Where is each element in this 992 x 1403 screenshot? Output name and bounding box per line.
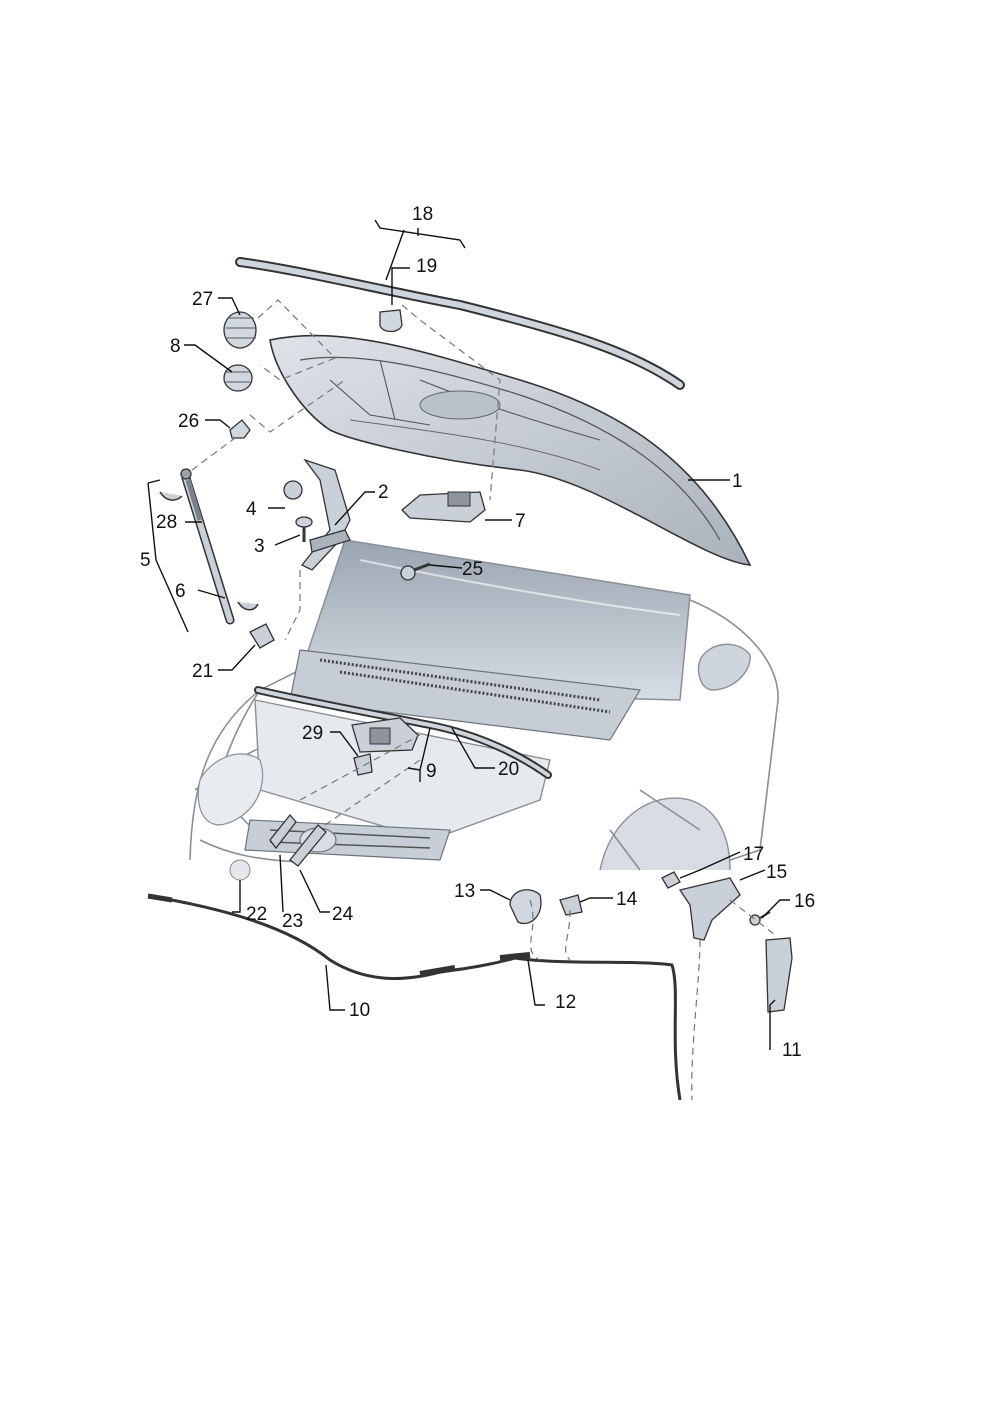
cap-22 — [229, 859, 251, 881]
gas-strut — [159, 468, 259, 625]
bonnet — [269, 334, 752, 566]
callout-20: 20 — [498, 759, 519, 780]
engine-bay — [197, 699, 551, 861]
clip-26 — [229, 419, 251, 439]
nut-4 — [283, 480, 303, 500]
callout-18: 18 — [412, 204, 433, 225]
callout-16: 16 — [794, 891, 815, 912]
stop-23 — [269, 813, 297, 850]
hinge — [300, 458, 351, 571]
release-cable — [147, 893, 682, 1101]
callout-12: 12 — [555, 992, 576, 1013]
stop-24 — [289, 824, 327, 867]
callout-4: 4 — [246, 499, 257, 520]
callout-21: 21 — [192, 661, 213, 682]
cap-13 — [509, 889, 542, 925]
callout-15: 15 — [766, 862, 787, 883]
lever-bracket-15 — [678, 877, 741, 941]
hood-seal — [235, 257, 685, 390]
callout-8: 8 — [170, 336, 181, 357]
assembly-lines — [191, 299, 776, 1101]
callout-13: 13 — [454, 881, 475, 902]
bracket-21 — [249, 623, 275, 649]
callout-29: 29 — [302, 723, 323, 744]
bulkhead-seal — [254, 686, 552, 779]
callout-19: 19 — [416, 256, 437, 277]
cowl-and-wiper-area — [289, 649, 641, 741]
bolt-3 — [295, 516, 313, 542]
callout-23: 23 — [282, 911, 303, 932]
callout-6: 6 — [175, 581, 186, 602]
callout-9: 9 — [426, 761, 437, 782]
callout-11: 11 — [782, 1040, 802, 1061]
clip-17 — [661, 871, 681, 889]
callout-2: 2 — [378, 482, 389, 503]
callout-5: 5 — [140, 550, 151, 571]
callout-24: 24 — [332, 904, 354, 925]
callout-3: 3 — [254, 536, 265, 557]
bolt-25 — [400, 562, 431, 581]
buffer-27 — [223, 311, 257, 349]
callout-10: 10 — [349, 1000, 370, 1021]
callout-14: 14 — [616, 889, 638, 910]
buffer-19 — [379, 309, 403, 333]
callout-17: 17 — [743, 844, 764, 865]
release-handle-11 — [765, 937, 793, 1013]
windshield — [293, 539, 691, 701]
callout-7: 7 — [515, 511, 526, 532]
part-29 — [353, 753, 373, 776]
callout-26: 26 — [178, 411, 199, 432]
lock-striker-7 — [401, 491, 486, 523]
bonnet-lock-9 — [351, 717, 419, 753]
callout-25: 25 — [462, 559, 483, 580]
callout-27: 27 — [192, 289, 213, 310]
clip-14 — [559, 894, 583, 916]
callout-labels: 18 19 27 8 26 1 2 4 7 28 3 5 25 6 21 29 … — [140, 204, 815, 1061]
callout-28: 28 — [156, 512, 177, 533]
callout-1: 1 — [732, 471, 743, 492]
callout-22: 22 — [246, 904, 267, 925]
leader-lines — [147, 219, 790, 1050]
